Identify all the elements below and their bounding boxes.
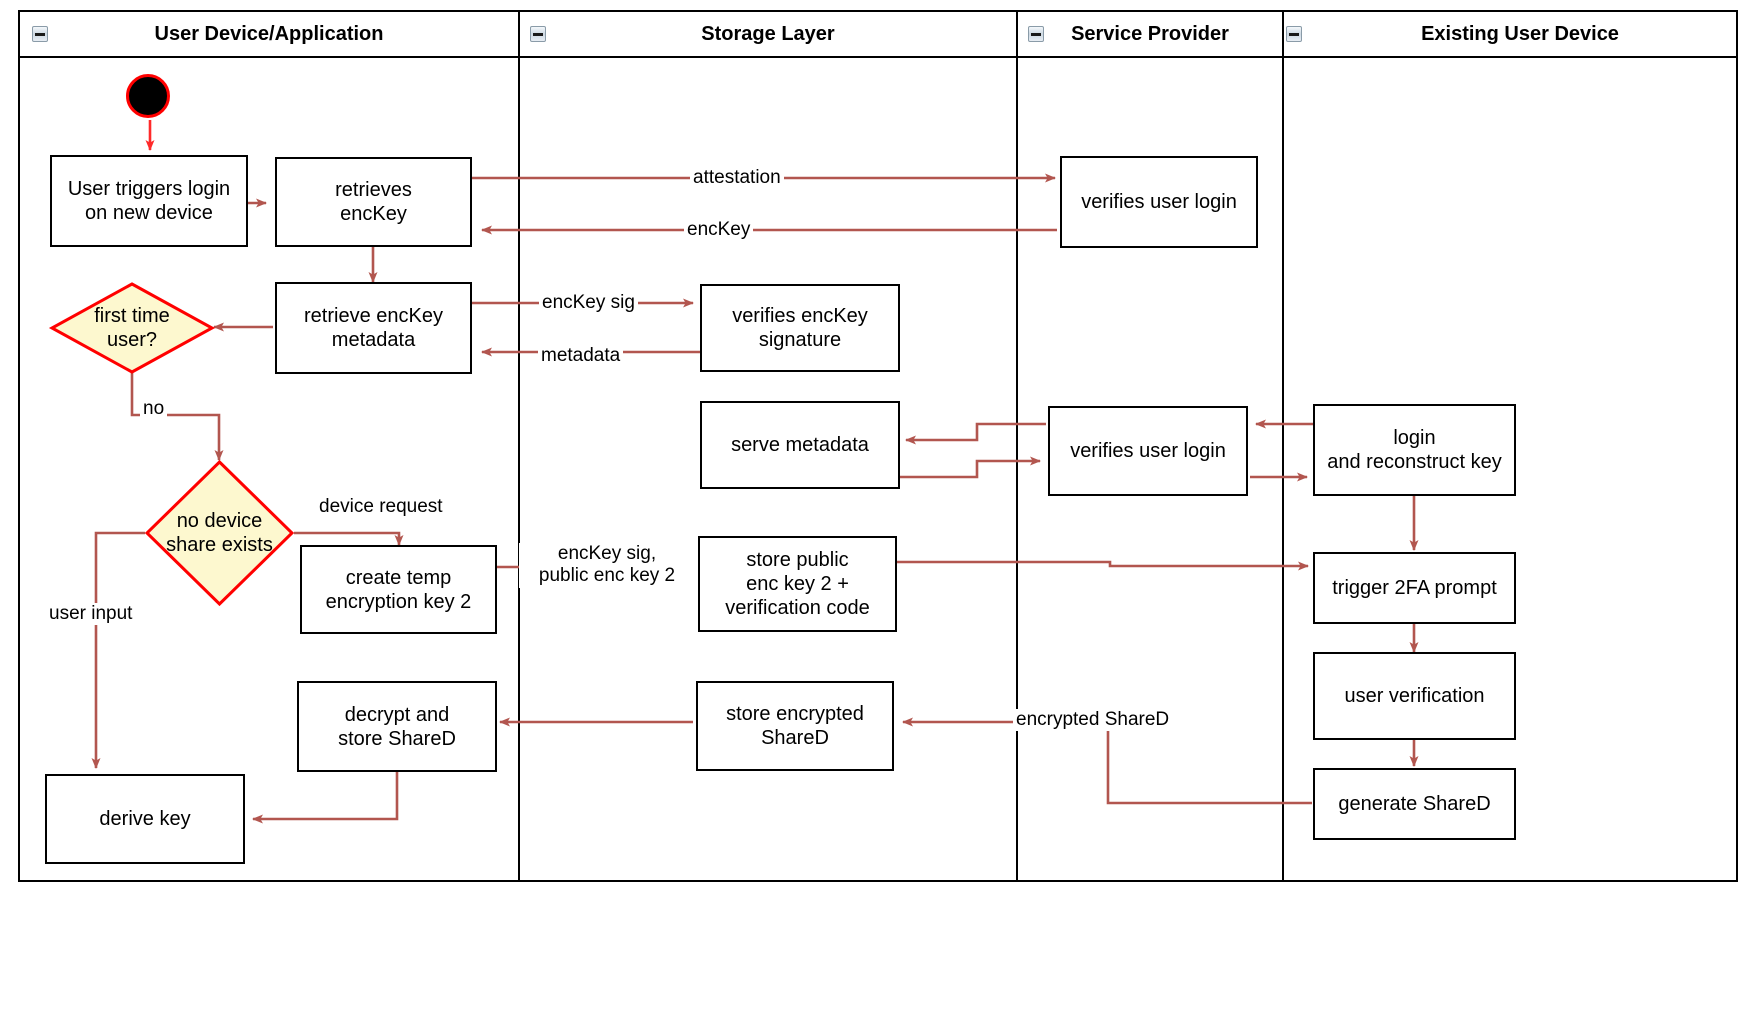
collapse-minus-icon-storage-layer[interactable] [530,26,546,42]
lane-title-storage-layer: Storage Layer [701,23,835,45]
edge-label-enckey: encKey [684,219,754,242]
edge-label-encrypted-shared: encrypted ShareD [1013,709,1173,732]
edge-label-metadata: metadata [538,345,624,368]
node-login-and-reconstruct-key[interactable]: login and reconstruct key [1313,404,1516,496]
node-user-triggers-login[interactable]: User triggers login on new device [50,155,248,247]
lane-title-existing-user-device: Existing User Device [1421,23,1619,45]
edge-label-user-input: user input [46,603,136,626]
collapse-minus-icon-user-device-application[interactable] [32,26,48,42]
node-verifies-user-login-2[interactable]: verifies user login [1048,406,1248,496]
decision-first-time-user[interactable]: first time user? [48,282,216,374]
node-store-encrypted-shared[interactable]: store encrypted ShareD [696,681,894,771]
node-retrieve-enckey-metadata[interactable]: retrieve encKey metadata [275,282,472,374]
collapse-minus-icon-existing-user-device[interactable] [1286,26,1302,42]
edge-label-enckey-sig-pubkey2: encKey sig, public enc key 2 [519,543,695,588]
lane-divider-3 [1282,58,1284,880]
node-verifies-enckey-signature[interactable]: verifies encKey signature [700,284,900,372]
node-create-temp-encryption-key-2[interactable]: create temp encryption key 2 [300,545,497,634]
lane-title-service-provider: Service Provider [1071,23,1229,45]
swimlane-header-row [20,12,1736,58]
node-verifies-user-login-1[interactable]: verifies user login [1060,156,1258,248]
node-store-public-enc-key-2[interactable]: store public enc key 2 + verification co… [698,536,897,632]
edge-label-enckey-sig: encKey sig [539,292,638,315]
node-derive-key[interactable]: derive key [45,774,245,864]
node-user-verification[interactable]: user verification [1313,652,1516,740]
edge-label-attestation: attestation [690,167,784,190]
lane-divider-1 [518,58,520,880]
lane-divider-2 [1016,58,1018,880]
collapse-minus-icon-service-provider[interactable] [1028,26,1044,42]
node-decrypt-and-store-shared[interactable]: decrypt and store ShareD [297,681,497,772]
lane-header-divider-3 [1282,12,1284,58]
lane-header-divider-1 [518,12,520,58]
lane-header-divider-2 [1016,12,1018,58]
node-serve-metadata[interactable]: serve metadata [700,401,900,489]
edge-label-device-request: device request [316,496,446,519]
start-node [126,74,170,118]
node-generate-shared[interactable]: generate ShareD [1313,768,1516,840]
edge-label-no: no [140,398,168,421]
node-retrieves-enckey[interactable]: retrieves encKey [275,157,472,247]
node-trigger-2fa-prompt[interactable]: trigger 2FA prompt [1313,552,1516,624]
lane-title-user-device-application: User Device/Application [154,23,384,45]
decision-no-device-share-exists[interactable]: no device share exists [144,459,295,607]
